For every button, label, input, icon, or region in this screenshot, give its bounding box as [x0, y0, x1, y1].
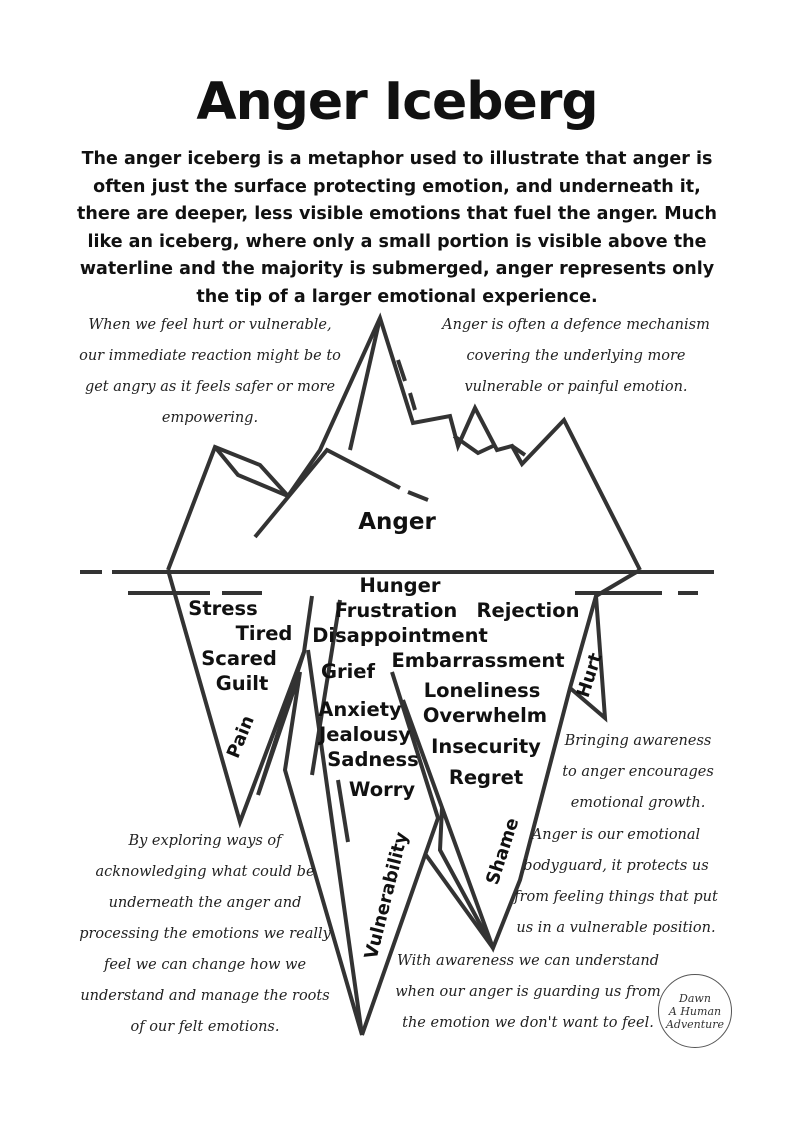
iceberg-labels: Anger Hunger Frustration Rejection Stres…	[188, 509, 607, 961]
iceberg-base	[166, 568, 642, 1036]
note-awareness-growth: Bringing awareness to anger encourages e…	[562, 733, 714, 811]
section-vulnerability: Vulnerability	[361, 830, 413, 962]
emotion-disappointment: Disappointment	[312, 624, 488, 647]
emotion-tired: Tired	[236, 622, 293, 645]
emotion-sadness: Sadness	[327, 748, 418, 771]
waterline	[80, 570, 714, 595]
iceberg-tip	[166, 312, 642, 571]
intro-paragraph: The anger iceberg is a metaphor used to …	[77, 149, 717, 307]
note-bodyguard: Anger is our emotional bodyguard, it pro…	[514, 827, 718, 936]
emotion-overwhelm: Overwhelm	[423, 704, 547, 727]
emotion-loneliness: Loneliness	[424, 679, 541, 702]
emotion-guilt: Guilt	[216, 672, 269, 695]
emotion-anxiety: Anxiety	[318, 698, 402, 721]
note-exploring: By exploring ways of acknowledging what …	[79, 833, 331, 1035]
note-defence-mechanism: Anger is often a defence mechanism cover…	[442, 317, 710, 395]
note-guarding: With awareness we can understand when ou…	[395, 953, 661, 1031]
brand-logo-text: Dawn A Human Adventure	[665, 991, 725, 1031]
emotion-rejection: Rejection	[477, 599, 580, 622]
emotion-stress: Stress	[188, 597, 257, 620]
emotion-embarrassment: Embarrassment	[391, 649, 564, 672]
section-pain: Pain	[223, 713, 259, 762]
emotion-grief: Grief	[321, 660, 376, 683]
emotion-regret: Regret	[449, 766, 523, 789]
emotion-worry: Worry	[349, 778, 415, 801]
emotion-jealousy: Jealousy	[317, 723, 411, 746]
brand-logo: Dawn A Human Adventure	[658, 974, 732, 1048]
emotion-insecurity: Insecurity	[431, 735, 541, 758]
emotion-scared: Scared	[201, 647, 277, 670]
note-hurt-vulnerable: When we feel hurt or vulnerable, our imm…	[79, 317, 341, 426]
emotion-frustration: Frustration	[335, 599, 458, 622]
page-title: Anger Iceberg	[196, 72, 598, 132]
surface-label-anger: Anger	[358, 509, 436, 535]
emotion-hunger: Hunger	[360, 574, 441, 597]
